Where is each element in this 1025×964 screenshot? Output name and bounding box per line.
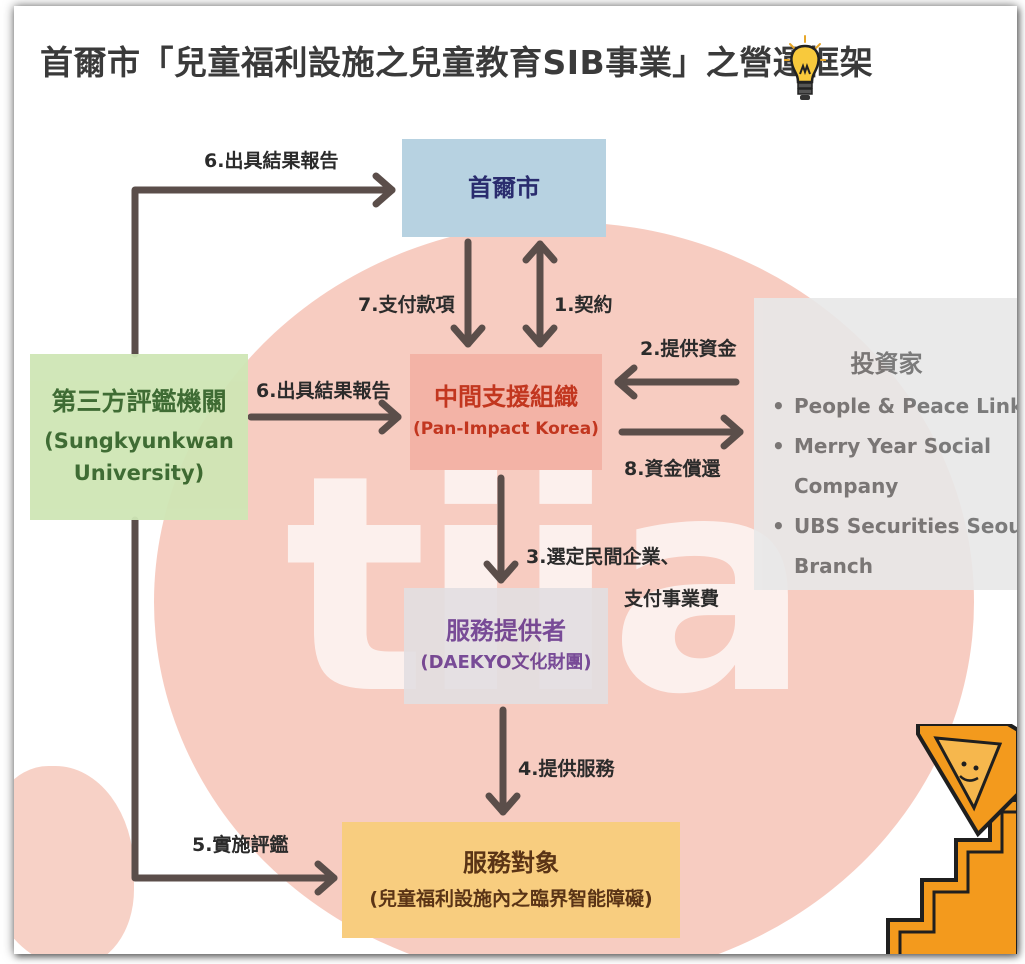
intermediary-box: 中間支援組織 (Pan-Impact Korea) bbox=[410, 354, 602, 470]
diagram-title: 首爾市「兒童福利設施之兒童教育SIB事業」之營運框架 bbox=[40, 43, 874, 82]
evaluator-box: 第三方評鑑機關 (Sungkyunkwan University) bbox=[30, 354, 248, 520]
edge-label-report-to-mid: 6.出具結果報告 bbox=[256, 380, 391, 402]
edge-label-contract: 1.契約 bbox=[554, 294, 613, 316]
evaluator-sub-2: University) bbox=[73, 461, 205, 485]
edge-label-services: 4.提供服務 bbox=[518, 758, 615, 780]
arrow-evaluation bbox=[131, 516, 338, 882]
edge-label-select-line2: 支付事業費 bbox=[624, 588, 720, 610]
target-sub: (兒童福利設施內之臨界智能障礙) bbox=[369, 888, 653, 910]
seoul-label: 首爾市 bbox=[468, 174, 540, 202]
intermediary-sub: (Pan-Impact Korea) bbox=[413, 419, 599, 439]
target-label: 服務對象 bbox=[463, 849, 559, 877]
provider-label: 服務提供者 bbox=[446, 617, 566, 645]
lightbulb-icon bbox=[784, 35, 826, 100]
provider-sub: (DAEKYO文化財團) bbox=[420, 652, 592, 673]
diagram-frame: tiia 首爾市「兒童福利設施之兒童教育SIB事業」之營運框架 投資家 Peop… bbox=[14, 6, 1017, 954]
investors-list: People & Peace Link Merry Year Social Co… bbox=[772, 386, 1017, 586]
edge-label-select-line1: 3.選定民間企業、 bbox=[526, 546, 680, 568]
investor-item: UBS Securities Seoul Branch bbox=[772, 506, 1017, 586]
evaluator-sub-1: (Sungkyunkwan bbox=[44, 429, 234, 453]
arrow-report-to-seoul bbox=[131, 186, 396, 358]
target-box: 服務對象 (兒童福利設施內之臨界智能障礙) bbox=[342, 822, 680, 938]
investor-item: Merry Year Social Company bbox=[772, 426, 1017, 506]
edge-label-funding: 2.提供資金 bbox=[640, 338, 737, 360]
investor-item: People & Peace Link bbox=[772, 386, 1017, 426]
edge-label-evaluation: 5.實施評鑑 bbox=[192, 834, 289, 856]
provider-box: 服務提供者 (DAEKYO文化財團) bbox=[404, 588, 608, 704]
stairs-climber-icon bbox=[886, 724, 1017, 954]
connector-arrows bbox=[131, 172, 744, 896]
seoul-box: 首爾市 bbox=[402, 139, 606, 237]
intermediary-label: 中間支援組織 bbox=[434, 383, 578, 411]
edge-label-payment: 7.支付款項 bbox=[358, 294, 455, 316]
edge-label-repayment: 8.資金償還 bbox=[624, 458, 721, 480]
investors-panel: 投資家 People & Peace Link Merry Year Socia… bbox=[754, 298, 1017, 590]
evaluator-label: 第三方評鑑機關 bbox=[51, 387, 227, 416]
edge-label-report-to-seoul: 6.出具結果報告 bbox=[204, 150, 339, 172]
investors-title: 投資家 bbox=[850, 350, 923, 378]
